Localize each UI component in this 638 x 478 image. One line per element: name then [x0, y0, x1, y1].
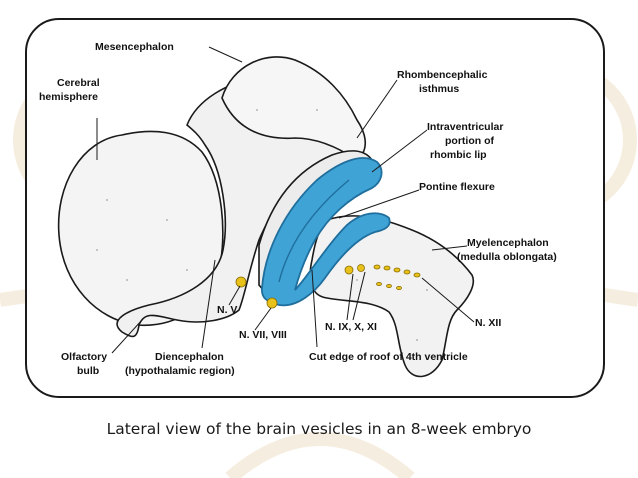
label-rhomb-isthmus-1: Rhombencephalic	[397, 69, 488, 81]
label-myelencephalon-1: Myelencephalon	[467, 237, 549, 249]
label-cerebral-2: hemisphere	[39, 91, 98, 103]
ventricle-inner-line	[278, 179, 350, 283]
label-olfactory-1: Olfactory	[61, 351, 107, 363]
n-v-root	[235, 276, 247, 288]
stipple-texture	[96, 109, 428, 341]
label-n-v: N. V	[217, 304, 237, 316]
n-ix-root	[344, 265, 354, 275]
leader-lines	[96, 46, 475, 354]
n-x-root	[357, 264, 365, 272]
label-rhomb-isthmus-2: isthmus	[419, 83, 459, 95]
nerve-roots	[235, 264, 421, 309]
n-vii-viii-root	[266, 297, 278, 309]
label-mesencephalon: Mesencephalon	[95, 41, 174, 53]
label-myelencephalon-2: (medulla oblongata)	[457, 251, 557, 263]
label-intraventricular-2: portion of	[445, 135, 494, 147]
figure-caption: Lateral view of the brain vesicles in an…	[106, 420, 532, 438]
label-diencephalon-2: (hypothalamic region)	[125, 365, 235, 377]
n-xii-roots	[373, 264, 421, 290]
label-cut-edge: Cut edge of roof of 4th ventricle	[309, 351, 468, 363]
brain-vesicles-diagram: Mesencephalon Cerebral hemisphere Rhombe…	[39, 41, 557, 378]
label-n-ix-x-xi: N. IX, X, XI	[325, 321, 377, 333]
label-intraventricular-3: rhombic lip	[430, 149, 487, 161]
label-cerebral-1: Cerebral	[57, 77, 100, 89]
label-intraventricular-1: Intraventricular	[427, 121, 503, 133]
label-pontine-flexure: Pontine flexure	[419, 181, 495, 193]
label-n-xii: N. XII	[475, 317, 501, 329]
diagram-frame: Mesencephalon Cerebral hemisphere Rhombe…	[25, 18, 605, 398]
mesencephalon-shape	[221, 56, 367, 161]
label-diencephalon-1: Diencephalon	[155, 351, 224, 363]
label-olfactory-2: bulb	[77, 365, 99, 377]
label-n-vii-viii: N. VII, VIII	[239, 329, 287, 341]
ventricle-rhombic-lip	[261, 157, 391, 307]
